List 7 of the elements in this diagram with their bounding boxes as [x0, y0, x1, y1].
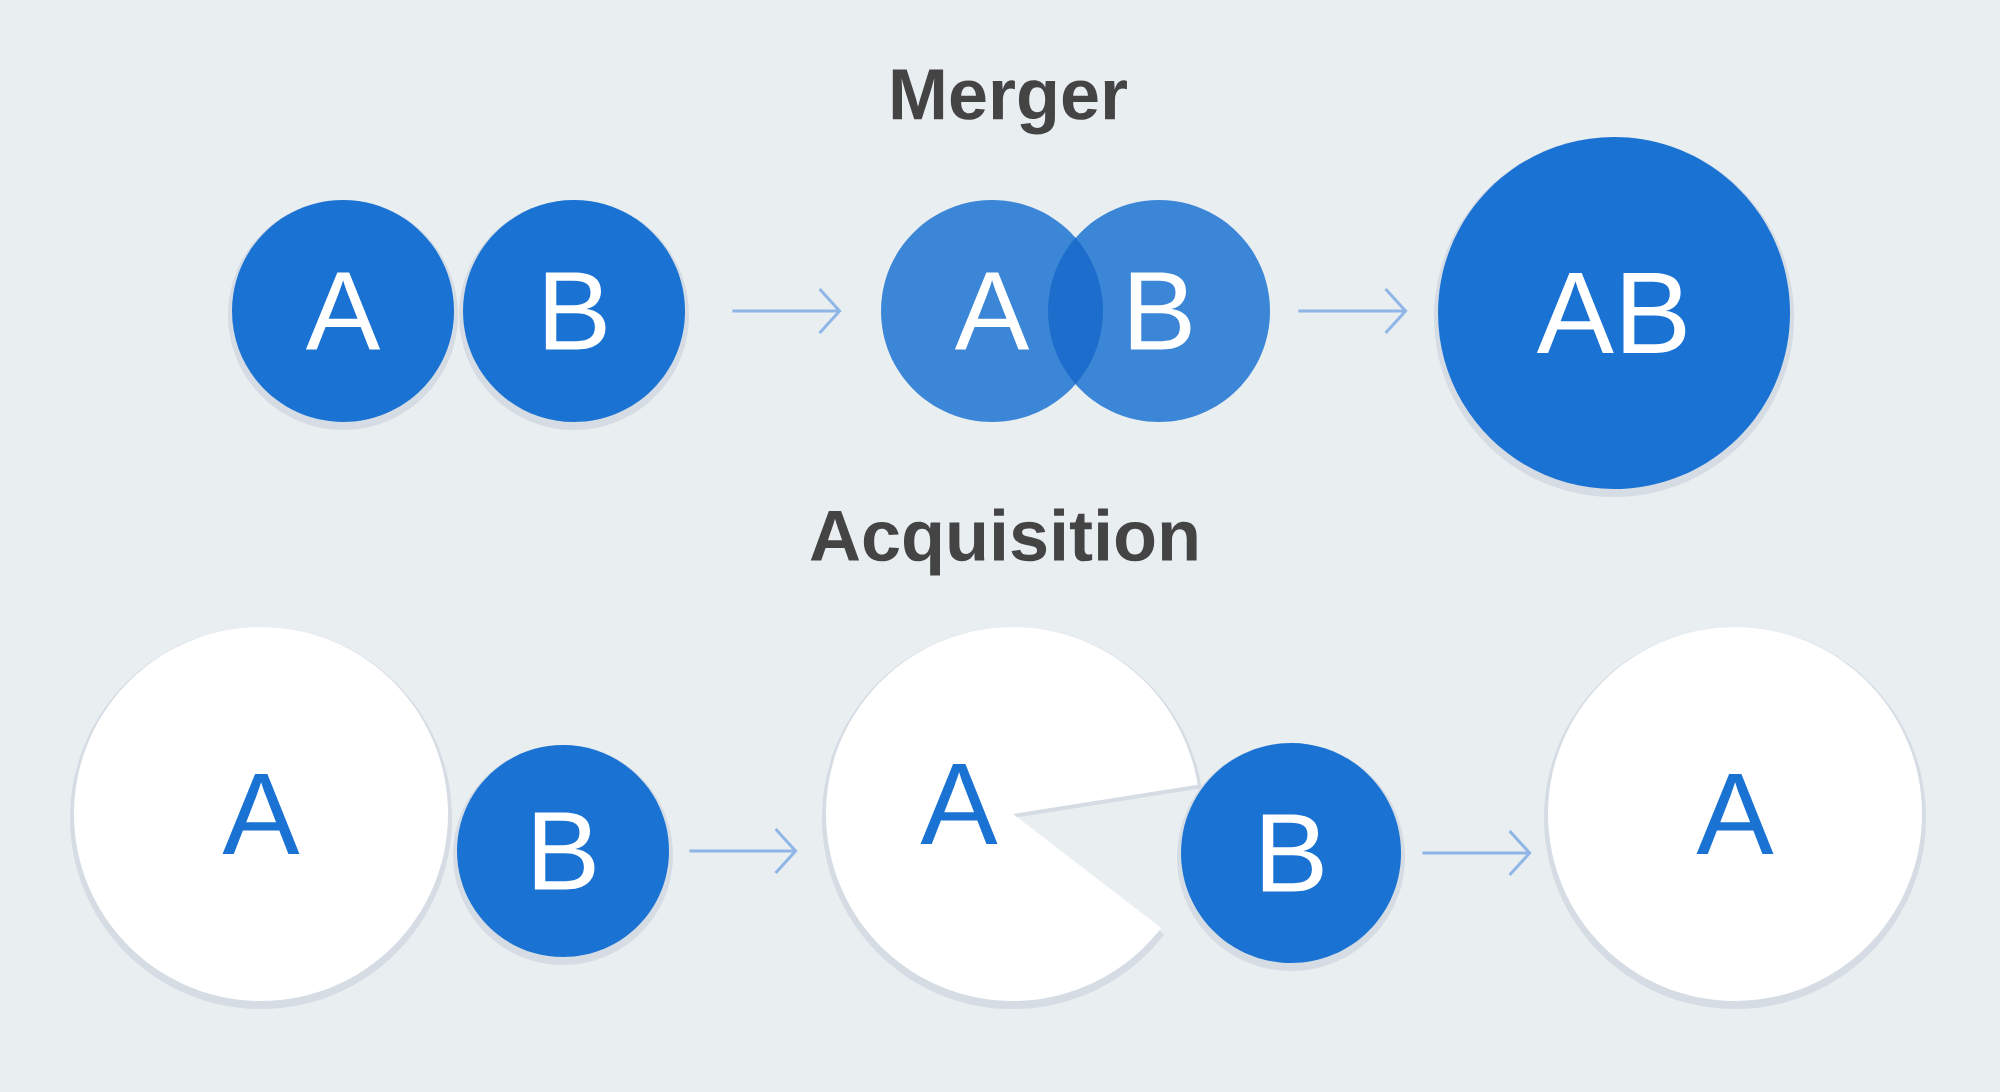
- heading: Merger: [892, 69, 1127, 135]
- arrow: [1422, 830, 1532, 876]
- node-label: B: [1130, 272, 1191, 350]
- arrow: [1298, 288, 1408, 334]
- heading: Acquisition: [810, 508, 1197, 576]
- arrow: [732, 288, 842, 334]
- arrow: [689, 828, 798, 874]
